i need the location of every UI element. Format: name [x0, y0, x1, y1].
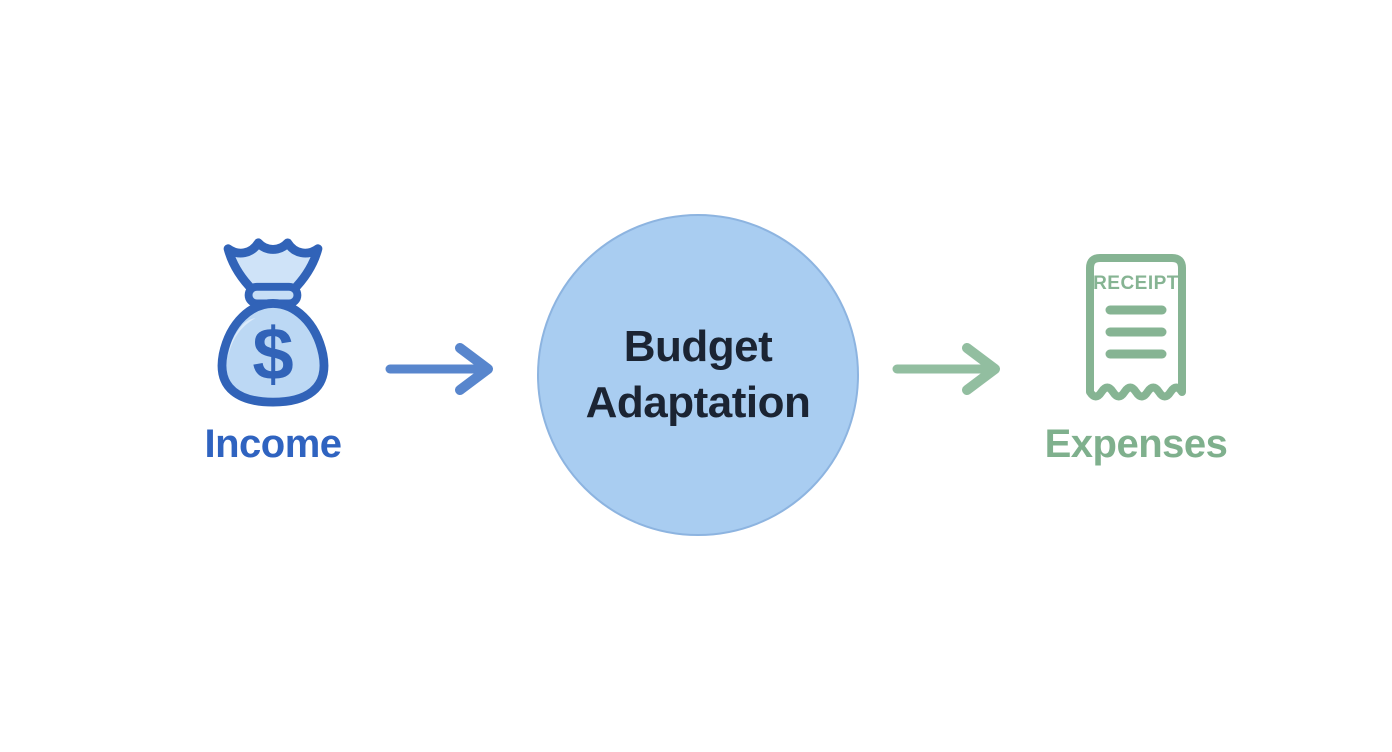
receipt-icon: RECEIPT	[1086, 254, 1186, 401]
budget-adaptation-label: Budget Adaptation	[585, 321, 811, 427]
arrow-income-to-budget-icon	[385, 343, 493, 395]
money-bag-icon: $	[217, 238, 329, 407]
expenses-node: RECEIPT Expenses	[1036, 246, 1236, 467]
dollar-symbol: $	[252, 313, 293, 396]
expenses-label: Expenses	[1044, 422, 1228, 466]
receipt-header-text: RECEIPT	[1093, 273, 1179, 294]
budget-adaptation-node: Budget Adaptation	[537, 214, 859, 536]
arrow-budget-to-expenses-icon	[892, 343, 1000, 395]
income-node: $ Income	[192, 236, 354, 467]
income-label: Income	[204, 422, 342, 466]
